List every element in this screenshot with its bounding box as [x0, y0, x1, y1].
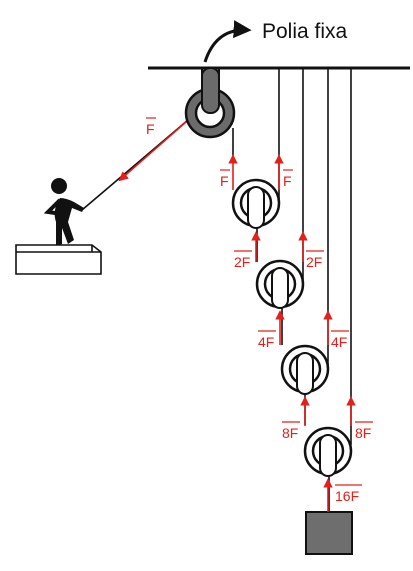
standing-ledge	[15, 244, 102, 275]
movable-pulley-4	[303, 426, 353, 477]
force-label-2-left: 2F	[234, 254, 250, 270]
force-label-3-left: 4F	[258, 334, 274, 350]
title-pointer-arrow	[203, 20, 252, 63]
force-label-4-left: 8F	[282, 425, 298, 441]
person-icon	[43, 178, 84, 246]
load-block	[305, 511, 353, 555]
force-label-1-right: F	[283, 173, 292, 189]
movable-pulley-1	[231, 178, 281, 229]
tension-arrows	[228, 154, 356, 512]
force-label-3-right: 4F	[331, 334, 347, 350]
movable-pulley-3	[280, 344, 330, 395]
force-label-2-right: 2F	[306, 254, 322, 270]
force-label-load: 16F	[335, 488, 359, 504]
force-labels: F F 2F 2F 4F 4F 8F 8F 16F	[220, 173, 371, 504]
diagram-title: Polia fixa	[262, 20, 348, 43]
pull-force-label: F	[146, 121, 155, 137]
force-label-4-right: 8F	[355, 425, 371, 441]
movable-pulley-2	[255, 259, 305, 309]
force-label-1-left: F	[220, 173, 229, 189]
force-label-overbars	[220, 169, 373, 486]
fixed-pulley	[184, 67, 236, 139]
pull-force-arrow	[118, 121, 187, 182]
